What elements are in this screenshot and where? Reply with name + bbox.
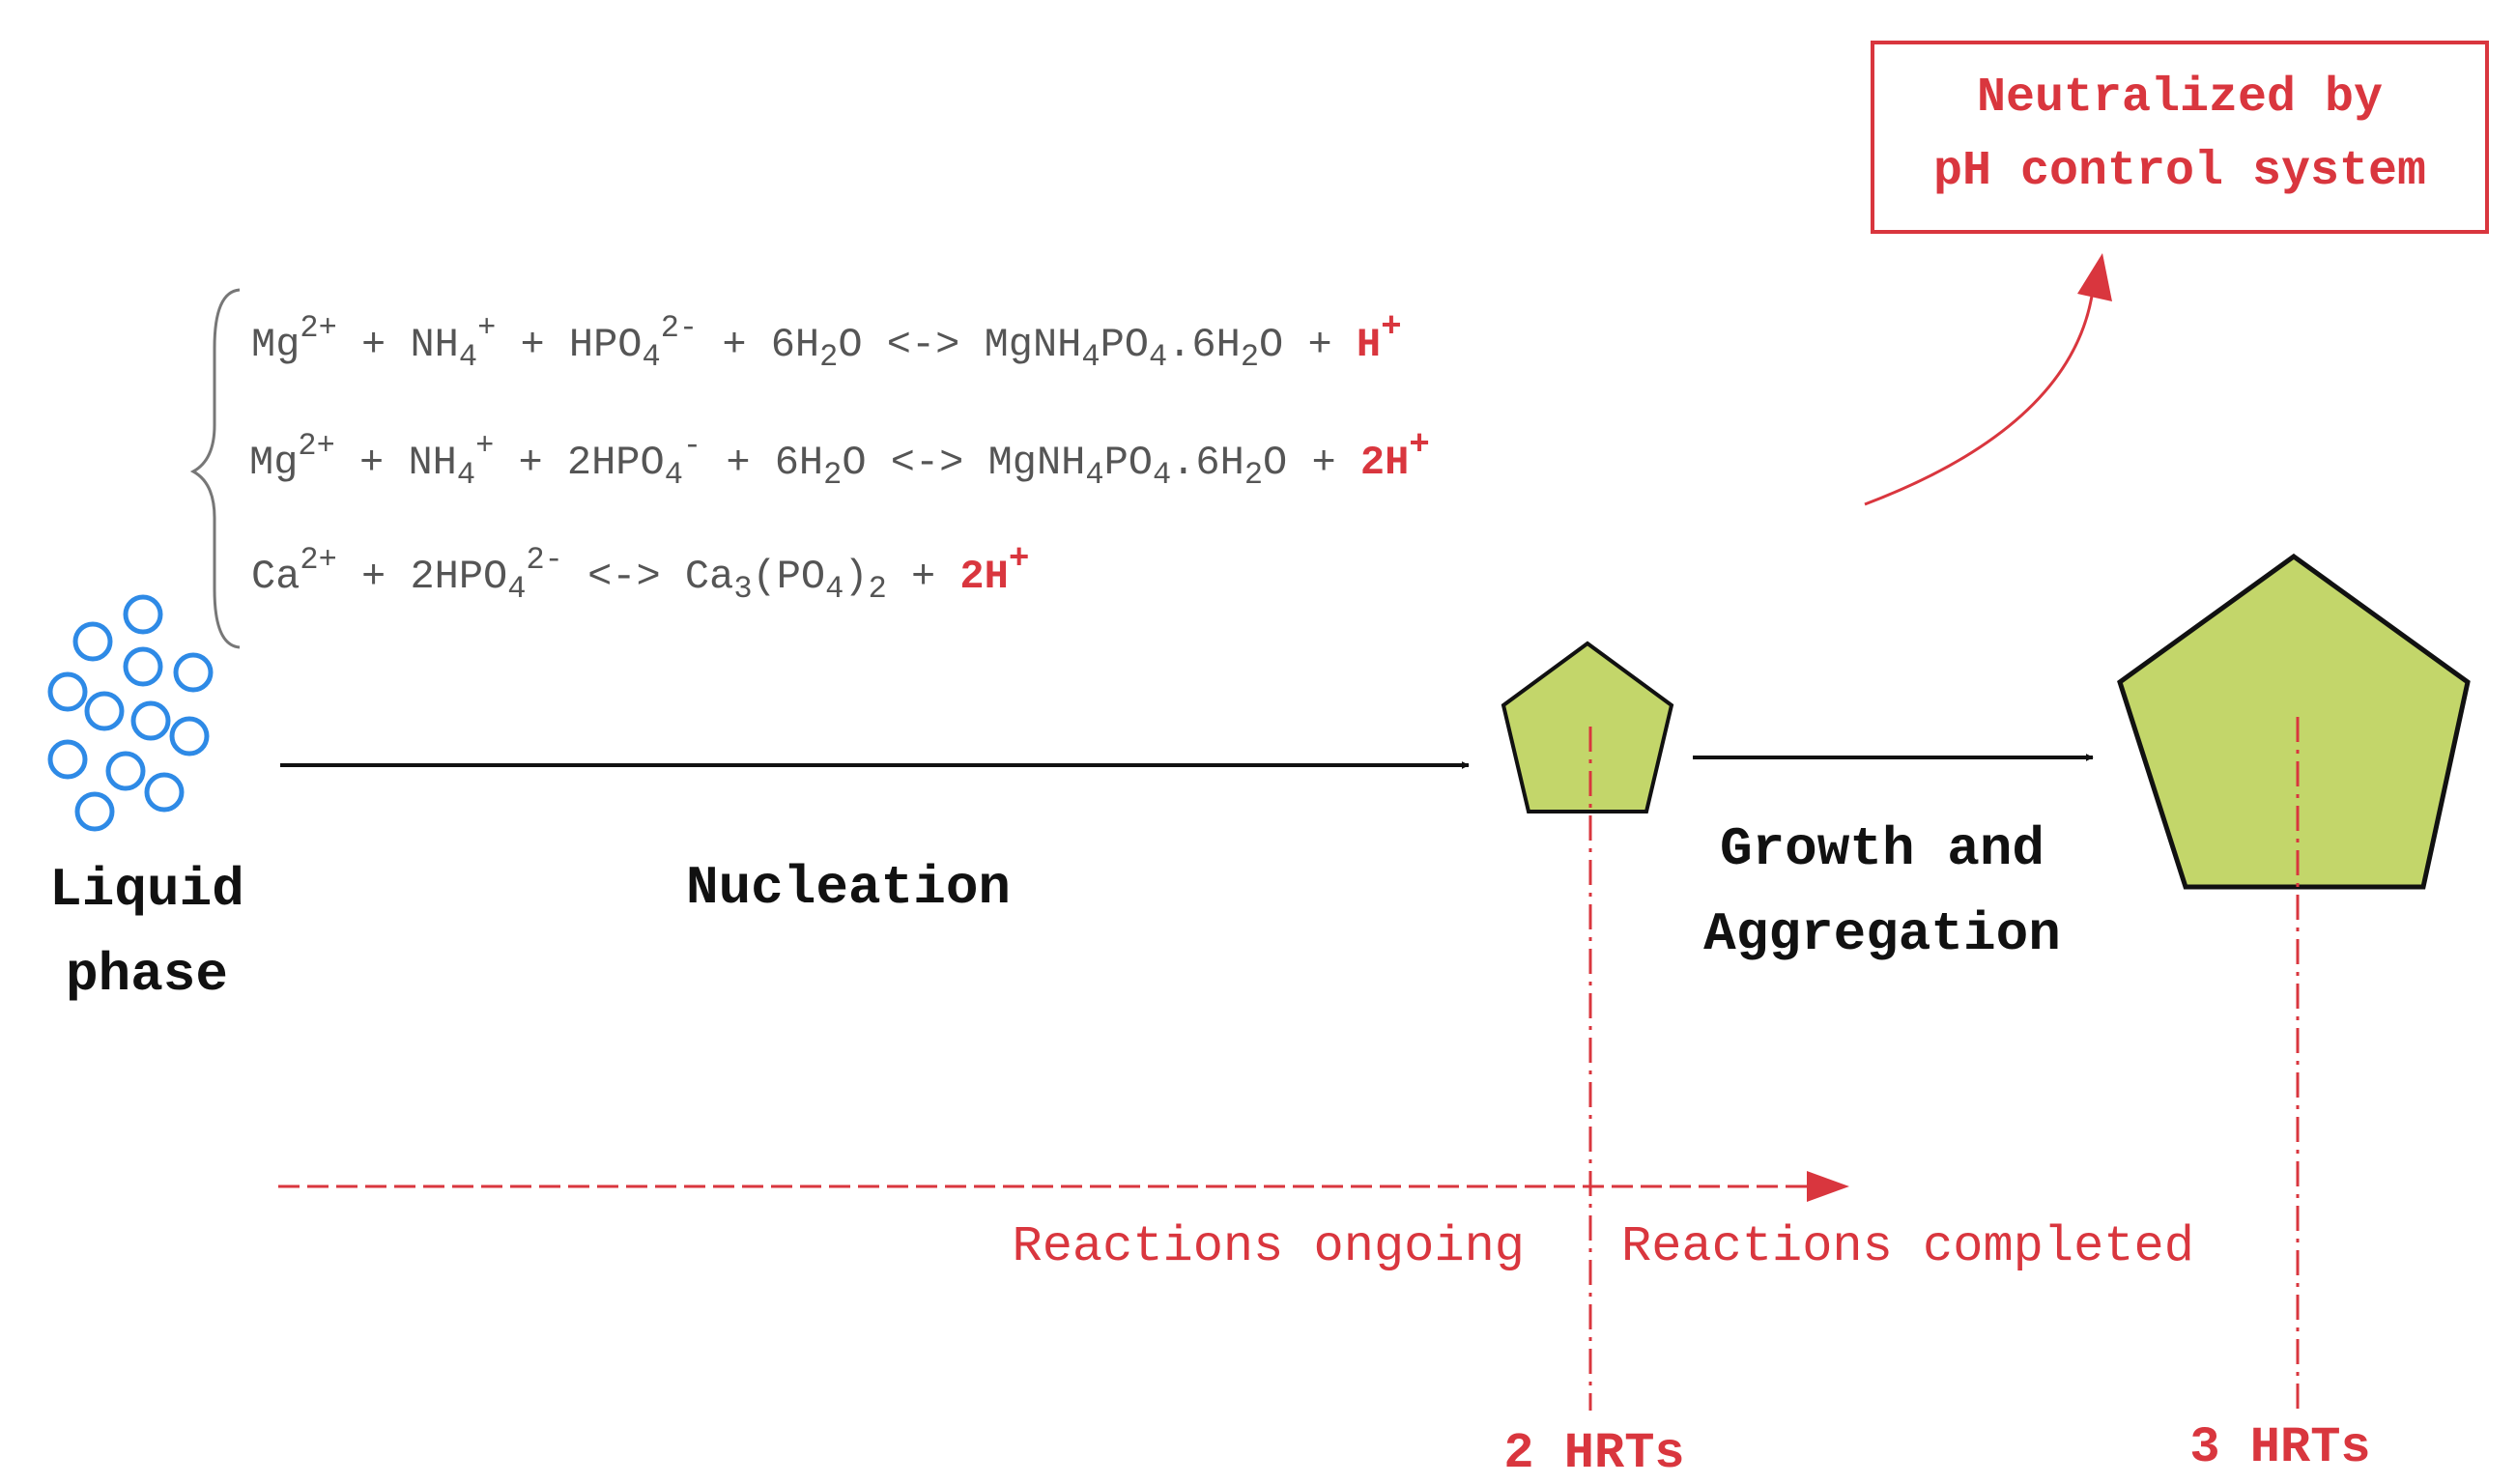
- ion-bubble: [47, 671, 88, 712]
- equation-term: O +: [1263, 440, 1360, 486]
- equation-calcium-phosphate: Ca2+ + 2HPO42- <-> Ca3(PO4)2 + 2H+: [251, 539, 1029, 607]
- ion-bubble: [144, 772, 185, 813]
- equation-term: PO: [1101, 322, 1149, 368]
- ion-bubble: [74, 791, 115, 832]
- proton-product: 2H: [959, 554, 1008, 600]
- equation-term: +: [475, 428, 494, 464]
- neutralization-arrowhead: [2077, 253, 2112, 301]
- equation-term: 2: [823, 457, 842, 493]
- ion-bubble: [130, 700, 171, 741]
- liquid-phase-label-line2: phase: [66, 944, 228, 1006]
- ion-bubble: [72, 621, 113, 662]
- equation-term: 2+: [298, 428, 334, 464]
- equation-term: 4: [1153, 457, 1171, 493]
- equation-term: 4: [1149, 339, 1167, 375]
- equation-term: Ca: [251, 554, 300, 600]
- ion-bubble: [84, 691, 125, 731]
- equation-term: 2+: [300, 310, 336, 346]
- equation-term: 2-: [661, 310, 698, 346]
- liquid-phase-label: Liquid: [49, 859, 244, 921]
- equation-term: Mg: [249, 440, 298, 486]
- equation-term: + HPO: [496, 322, 642, 368]
- proton-charge: +: [1409, 425, 1430, 465]
- equation-term: 2-: [526, 542, 562, 578]
- growth-label-line2: Aggregation: [1703, 903, 2061, 965]
- reactions-completed-label: Reactions completed: [1621, 1218, 2194, 1275]
- equation-term: Mg: [251, 322, 300, 368]
- equation-term: ): [843, 554, 868, 600]
- liquid-phase-bubbles: [47, 594, 214, 832]
- equation-term: .6H: [1167, 322, 1241, 368]
- ion-bubble: [123, 594, 163, 635]
- equation-term: O <-> MgNH: [842, 440, 1085, 486]
- equation-term: + NH: [335, 440, 457, 486]
- equation-term: .6H: [1171, 440, 1244, 486]
- equation-term: +: [477, 310, 496, 346]
- growth-label: Growth and: [1720, 818, 2044, 880]
- equation-term: 4: [665, 457, 683, 493]
- equation-term: 4: [457, 457, 475, 493]
- reaction-equations: Mg2+ + NH4+ + HPO42- + 6H2O <-> MgNH4PO4…: [249, 307, 1430, 607]
- nucleation-label: Nucleation: [686, 857, 1011, 919]
- equation-term: 4: [643, 339, 661, 375]
- proton-charge: +: [1381, 307, 1402, 347]
- equation-term: 2: [869, 571, 887, 607]
- hrt3-label: 3 HRTs: [2189, 1419, 2370, 1476]
- equation-term: 4: [1085, 457, 1103, 493]
- equation-term: 4: [825, 571, 843, 607]
- ion-bubble: [123, 646, 163, 687]
- equation-term: + 6H: [698, 322, 819, 368]
- neutralization-box: [1871, 41, 2489, 234]
- ion-bubble: [173, 652, 214, 693]
- ion-bubble: [47, 739, 88, 780]
- equation-struvite-h2po4: Mg2+ + NH4+ + 2HPO4- + 6H2O <-> MgNH4PO4…: [249, 425, 1430, 493]
- equation-term: 3: [733, 571, 752, 607]
- large-crystal-pentagon: [2117, 553, 2471, 890]
- equation-term: 4: [1081, 339, 1100, 375]
- equation-term: 4: [507, 571, 526, 607]
- neutralization-arrow: [1864, 289, 2095, 506]
- equation-brace: [189, 288, 241, 649]
- equation-term: O +: [1259, 322, 1357, 368]
- equation-term: 2: [819, 339, 838, 375]
- ion-bubble: [169, 716, 210, 756]
- proton-charge: +: [1009, 539, 1030, 579]
- proton-product: 2H: [1360, 440, 1409, 486]
- equation-term: + NH: [337, 322, 459, 368]
- ion-bubble: [105, 751, 146, 791]
- equation-term: 2: [1244, 457, 1263, 493]
- small-crystal-pentagon: [1501, 641, 1674, 813]
- reaction-timeline-arrowhead: [1807, 1171, 1849, 1202]
- hrt2-label: 2 HRTs: [1503, 1425, 1684, 1482]
- equation-term: -: [683, 428, 701, 464]
- equation-term: (PO: [753, 554, 826, 600]
- equation-term: <-> Ca: [563, 554, 733, 600]
- proton-product: H: [1357, 322, 1381, 368]
- equation-term: +: [887, 554, 960, 600]
- equation-term: O <-> MgNH: [838, 322, 1081, 368]
- equation-term: 2: [1241, 339, 1259, 375]
- equation-struvite-hpo4: Mg2+ + NH4+ + HPO42- + 6H2O <-> MgNH4PO4…: [251, 307, 1402, 375]
- equation-term: + 6H: [701, 440, 823, 486]
- reactions-ongoing-label: Reactions ongoing: [1013, 1218, 1526, 1275]
- equation-term: 4: [459, 339, 477, 375]
- neutralization-text-line1: Neutralized by: [1977, 71, 2383, 126]
- equation-term: 2+: [300, 542, 336, 578]
- neutralization-text-line2: pH control system: [1933, 144, 2426, 199]
- equation-term: + 2HPO: [337, 554, 507, 600]
- equation-term: + 2HPO: [494, 440, 664, 486]
- equation-term: PO: [1104, 440, 1153, 486]
